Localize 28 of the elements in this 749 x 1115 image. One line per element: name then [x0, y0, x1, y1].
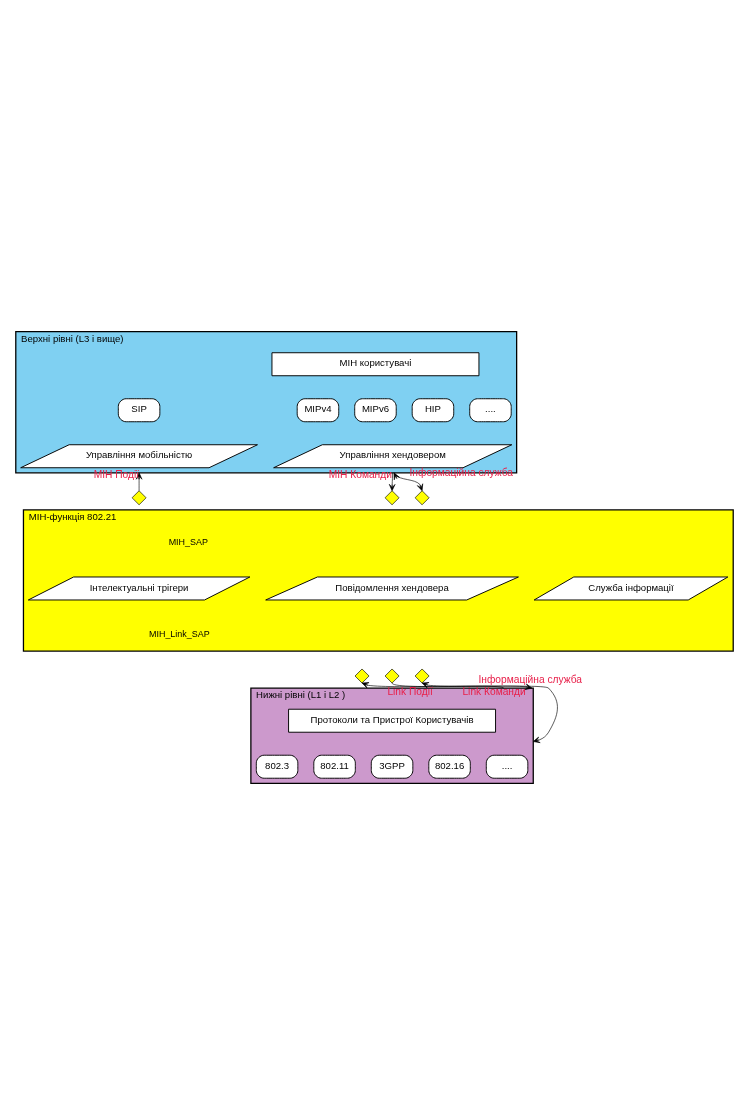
arrow	[393, 472, 424, 492]
node-diamond	[131, 490, 147, 506]
edge-label: Link Події	[387, 685, 433, 697]
node-box: MIPv4	[296, 398, 340, 423]
arrow	[361, 682, 505, 689]
label: MIH_Link_SAP	[149, 628, 210, 639]
node-box: MIPv6	[354, 398, 397, 423]
arrow	[391, 682, 533, 690]
node-box: МІН користувачі	[271, 352, 480, 377]
node-box: Протоколи та Пристрої Користувачів	[288, 708, 497, 733]
node-box: ....	[485, 754, 529, 779]
node-box: 802.3	[255, 754, 299, 779]
node-box: HIP	[411, 398, 455, 423]
node-diamond	[354, 668, 370, 684]
arrow	[389, 472, 396, 492]
edge-label: Інформаційна служба	[478, 674, 582, 686]
node-diamond	[414, 490, 430, 506]
node-box: 802.11	[313, 754, 356, 779]
node-diamond	[384, 490, 400, 506]
node-box: SIP	[117, 398, 161, 423]
arrow	[421, 682, 558, 743]
node-box: 802.16	[428, 754, 471, 779]
node-diamond	[414, 668, 430, 684]
node-box: 3GPP	[370, 754, 414, 779]
arrow	[135, 472, 143, 492]
node-box: ....	[469, 398, 512, 423]
label: MIH_SAP	[168, 536, 208, 547]
node-diamond	[384, 668, 400, 684]
